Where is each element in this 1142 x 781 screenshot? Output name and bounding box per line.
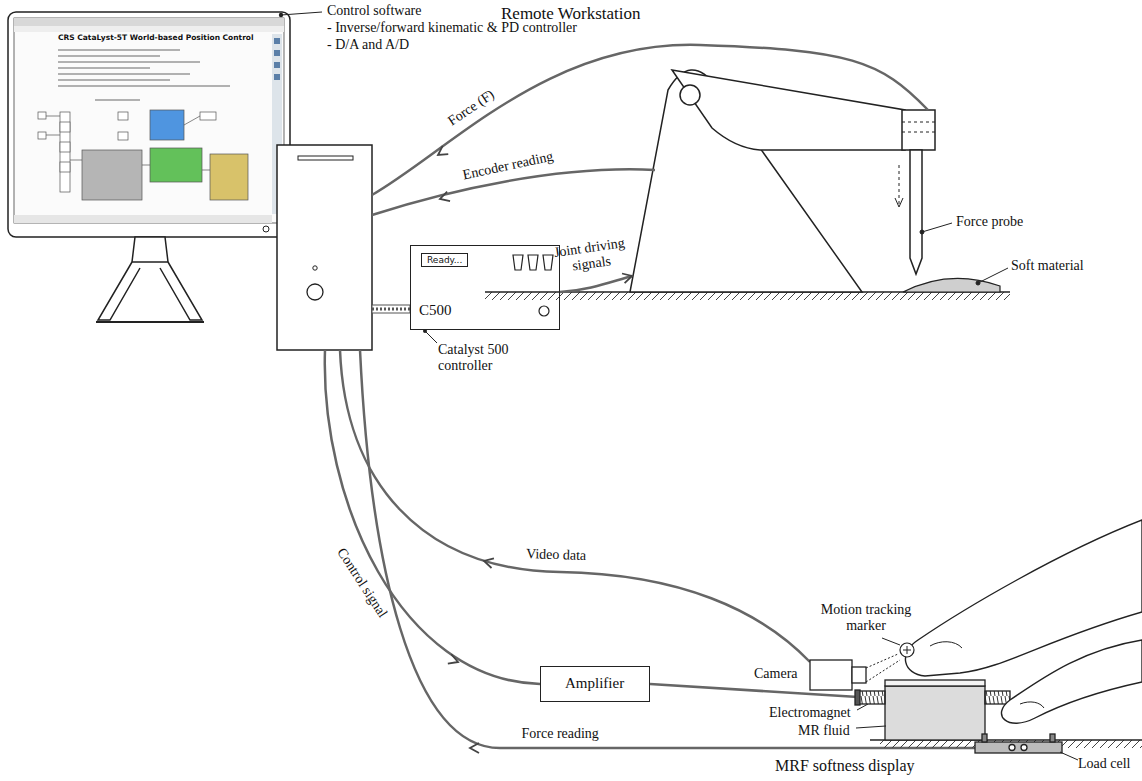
ground (485, 292, 1010, 300)
signal-name: Video data (526, 546, 587, 564)
part-name: Force probe (956, 214, 1023, 230)
part-name: Soft material (1011, 258, 1084, 274)
callout-item: - Inverse/forward kinematic & PD control… (327, 20, 577, 36)
signal-cables (325, 45, 975, 748)
device-name: C500 (419, 302, 452, 319)
status-display: Ready... (421, 253, 468, 267)
callout-item: - D/A and A/D (327, 37, 409, 53)
callout-heading: Control software (327, 3, 421, 19)
section-heading: MRF softness display (775, 757, 915, 775)
part-name: Camera (754, 666, 798, 682)
soft-material (903, 278, 1000, 292)
ribbon-cable (372, 305, 410, 313)
part-name: Catalyst 500 controller (438, 342, 550, 374)
signal-name: Joint driving signals (541, 234, 640, 279)
screen-title: CRS CataLyst-5T World-based Position Con… (58, 34, 254, 43)
leader-line (425, 331, 437, 343)
part-name: Motion tracking marker (810, 602, 922, 634)
signal-name: Force (F) (444, 87, 497, 130)
part-name: Load cell (1078, 756, 1130, 772)
robot-arm (630, 70, 935, 292)
amplifier-box: Amplifier (540, 666, 650, 702)
signal-name: Control signal (333, 545, 390, 621)
monitor (8, 12, 322, 322)
controller-details (513, 255, 553, 316)
leader-lines (920, 223, 1008, 285)
box-label: Amplifier (565, 675, 624, 692)
part-name: Electromagnet (769, 705, 851, 721)
signal-name: Force reading (522, 726, 599, 742)
hand (905, 520, 1142, 723)
computer-tower (277, 145, 372, 350)
controller-box: Ready... C500 (410, 245, 560, 330)
signal-name: Encoder reading (461, 149, 554, 184)
part-name: MR fluid (798, 723, 850, 739)
motion-tracking-marker (882, 638, 914, 657)
